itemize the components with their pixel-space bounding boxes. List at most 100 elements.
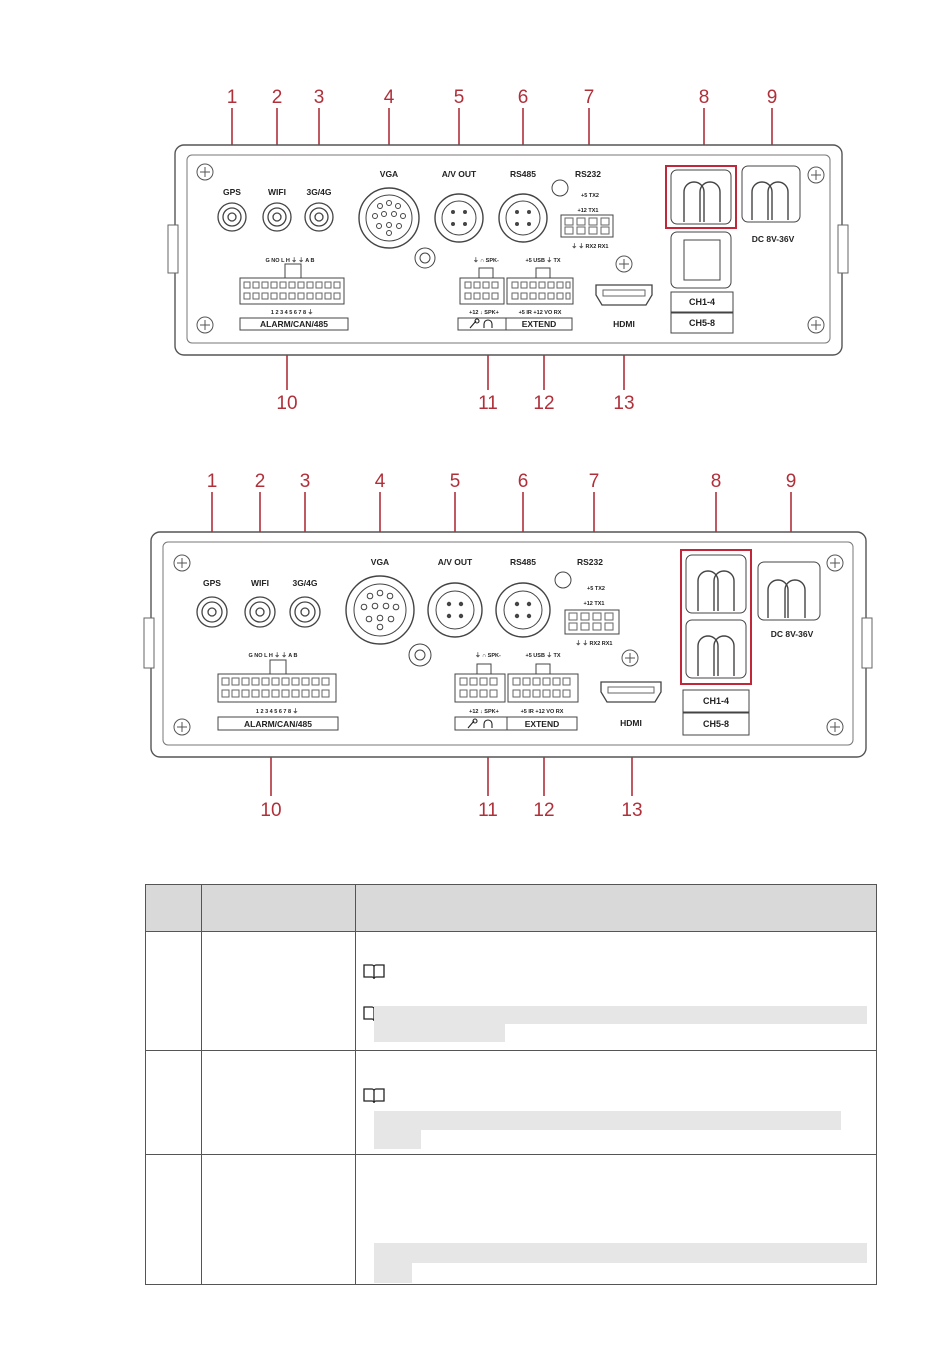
callout-numbers: 1 2 3 4 5 6 7 8 9 10 11 12 13 — [227, 87, 778, 414]
row-description — [355, 931, 877, 1051]
audio-extend-block-2: ⏚ ∩ SPK- +5 USB ⏚ TX +12 ↓ SPK+ +5 IR +1… — [454, 652, 579, 731]
power-connector: DC 8V-36V — [741, 165, 801, 244]
vga-connector-2: VGA — [345, 557, 415, 645]
callout-7: 7 — [584, 87, 595, 108]
callout-12: 12 — [533, 800, 554, 821]
callout-8: 8 — [699, 87, 710, 108]
rs232-pins-top: +5 TX2 — [581, 193, 599, 199]
alarm-pins-bottom: 1 2 3 4 5 6 7 8 ⏚ — [271, 309, 313, 316]
camera-connectors-2: CH1-4 CH5-8 — [680, 549, 752, 736]
alarm-terminal-block-2: G NO L H ⏚ ⏚ A B 1 2 3 4 5 6 7 8 ⏚ ALARM… — [217, 652, 339, 731]
av-out-connector: A/V OUT — [434, 169, 484, 243]
row-description — [355, 1050, 877, 1155]
port-description-table — [145, 884, 877, 1285]
header-no — [145, 884, 202, 932]
rear-panel-diagram-1: 1 2 3 4 5 6 7 8 9 10 11 12 13 — [0, 0, 950, 430]
audio-pins-bottom: +12 ↓ SPK+ — [469, 310, 499, 316]
hdmi-connector: HDMI — [595, 284, 653, 329]
callout-8: 8 — [711, 471, 722, 492]
wifi-label: WIFI — [268, 187, 286, 197]
audio-pins-top: ⏚ ∩ SPK- — [475, 652, 501, 659]
callout-2: 2 — [272, 87, 283, 108]
audio-extend-block: ⏚ ∩ SPK- +5 USB ⏚ TX +12 ↓ SPK+ +5 IR +1… — [457, 257, 574, 331]
rs232-pins-mid: +12 TX1 — [584, 601, 605, 607]
callout-1: 1 — [227, 87, 238, 108]
row-no — [145, 1050, 202, 1155]
wifi-label: WIFI — [251, 578, 269, 588]
redacted-line — [374, 1006, 867, 1024]
power-connector-2: DC 8V-36V — [757, 561, 821, 639]
rs485-label: RS485 — [510, 169, 536, 179]
alarm-pins-top: G NO L H ⏚ ⏚ A B — [266, 257, 315, 264]
rs232-pins-bottom: ⏚ ⏚ RX2 RX1 — [572, 243, 609, 250]
callout-11: 11 — [478, 800, 498, 821]
redacted-line — [374, 1263, 412, 1283]
redacted-line — [374, 1111, 841, 1130]
ch5-8-label: CH5-8 — [689, 318, 715, 328]
av-out-connector-2: A/V OUT — [427, 557, 483, 638]
extend-pins-top: +5 USB ⏚ TX — [526, 652, 561, 659]
rs485-connector-2: RS485 — [495, 557, 551, 638]
redacted-line — [374, 1243, 867, 1263]
hdmi-label: HDMI — [613, 319, 635, 329]
callout-7: 7 — [589, 471, 600, 492]
callout-10: 10 — [260, 800, 281, 821]
mic-headphone-icon — [467, 718, 493, 729]
extend-label: EXTEND — [522, 319, 556, 329]
callout-9: 9 — [767, 87, 778, 108]
rs232-connector: RS232 +5 TX2 +12 TX1 ⏚ ⏚ RX2 RX1 — [551, 169, 614, 250]
rs232-label: RS232 — [575, 169, 601, 179]
antenna-connectors: GPS WIFI 3G/4G — [217, 187, 334, 232]
row-description — [355, 1154, 877, 1285]
table-row — [145, 1050, 877, 1155]
callout-numbers-2: 1 2 3 4 5 6 7 8 9 10 11 12 13 — [207, 471, 797, 821]
rs232-pins-bottom: ⏚ ⏚ RX2 RX1 — [576, 640, 613, 647]
callout-2: 2 — [255, 471, 266, 492]
row-name — [201, 1154, 356, 1285]
gps-label: GPS — [223, 187, 241, 197]
header-description — [355, 884, 877, 932]
rs232-pins-mid: +12 TX1 — [578, 208, 599, 214]
alarm-pins-bottom: 1 2 3 4 5 6 7 8 ⏚ — [256, 708, 298, 715]
alarm-label: ALARM/CAN/485 — [244, 719, 312, 729]
hdmi-connector-2: HDMI — [600, 681, 662, 728]
ch1-4-label: CH1-4 — [703, 696, 729, 706]
table-row — [145, 931, 877, 1051]
extend-pins-bottom: +5 IR +12 VO RX — [521, 709, 564, 715]
table-header-row — [145, 884, 877, 932]
vga-label: VGA — [371, 557, 389, 567]
ground-nut-2 — [408, 643, 432, 667]
rs232-pins-top: +5 TX2 — [587, 586, 605, 592]
rear-panel-diagram-2: 1 2 3 4 5 6 7 8 9 10 11 12 13 — [0, 450, 950, 830]
callout-1: 1 — [207, 471, 218, 492]
ch1-4-label: CH1-4 — [689, 297, 715, 307]
redacted-line — [374, 1130, 421, 1149]
vga-label: VGA — [380, 169, 398, 179]
extend-label: EXTEND — [525, 719, 559, 729]
dc-label: DC 8V-36V — [752, 234, 795, 244]
ch5-8-label: CH5-8 — [703, 719, 729, 729]
callout-5: 5 — [450, 471, 461, 492]
callout-6: 6 — [518, 87, 529, 108]
extend-pins-top: +5 USB ⏚ TX — [526, 257, 561, 264]
callout-10: 10 — [276, 393, 297, 414]
note-icon — [363, 1088, 385, 1104]
table-row — [145, 1154, 877, 1285]
rs232-label: RS232 — [577, 557, 603, 567]
audio-pins-bottom: +12 ↓ SPK+ — [469, 709, 499, 715]
extend-pins-bottom: +5 IR +12 VO RX — [519, 310, 562, 316]
rs485-label: RS485 — [510, 557, 536, 567]
mic-headphone-icon — [469, 318, 493, 329]
3g4g-label: 3G/4G — [292, 578, 317, 588]
callout-9: 9 — [786, 471, 797, 492]
alarm-pins-top: G NO L H ⏚ ⏚ A B — [249, 652, 298, 659]
screw-icons-2 — [173, 554, 844, 736]
audio-pins-top: ⏚ ∩ SPK- — [473, 257, 499, 264]
alarm-label: ALARM/CAN/485 — [260, 319, 328, 329]
row-no — [145, 931, 202, 1051]
callout-4: 4 — [375, 471, 386, 492]
antenna-connectors-2: GPS WIFI 3G/4G — [196, 578, 321, 628]
rs485-connector: RS485 — [498, 169, 548, 243]
av-out-label: A/V OUT — [438, 557, 473, 567]
callout-12: 12 — [533, 393, 554, 414]
